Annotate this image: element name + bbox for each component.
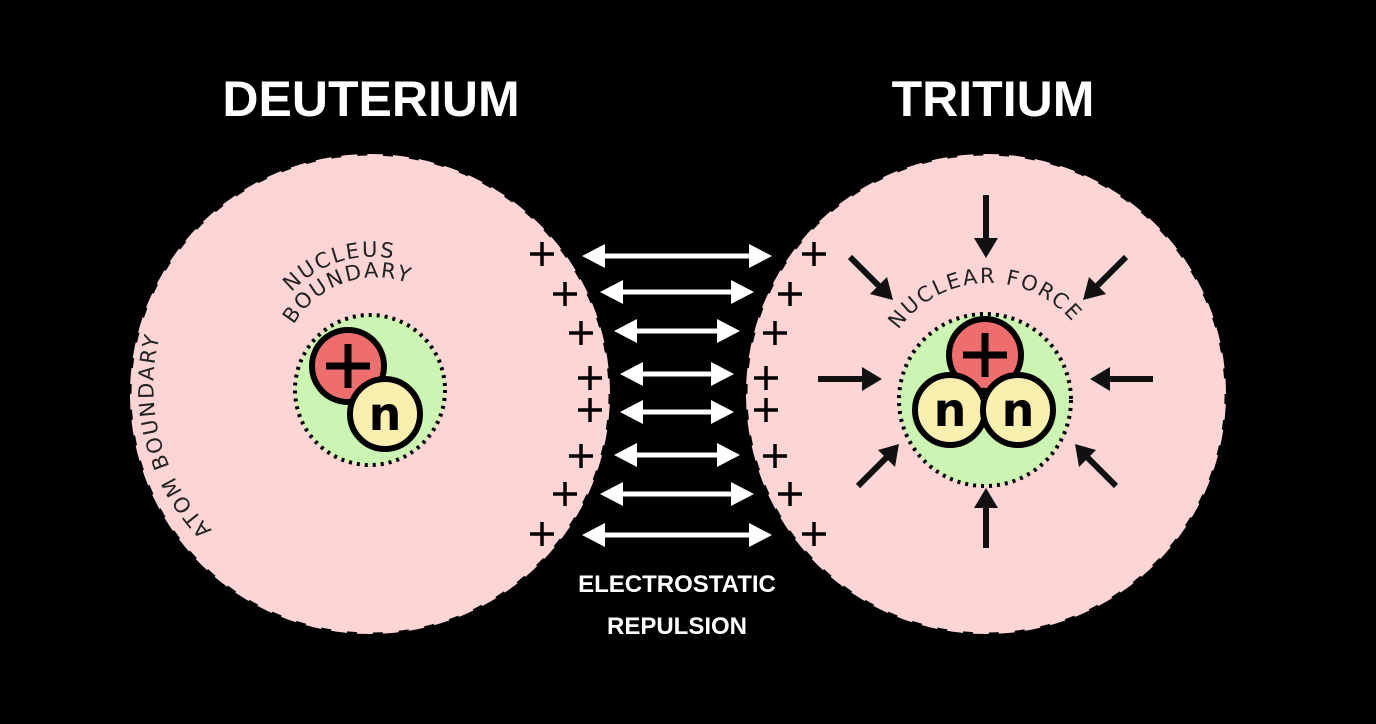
plus-sign-icon bbox=[754, 366, 778, 390]
deuterium-neutron: n bbox=[347, 376, 423, 452]
plus-sign-icon bbox=[569, 444, 593, 468]
plus-sign-icon bbox=[778, 482, 802, 506]
plus-sign-icon bbox=[802, 522, 826, 546]
double-arrow-icon bbox=[582, 523, 772, 547]
double-arrow-icon bbox=[620, 362, 734, 386]
tritium-title: TRITIUM bbox=[892, 71, 1095, 127]
force-arrow-icon bbox=[847, 254, 893, 300]
force-arrow-icon bbox=[818, 367, 882, 391]
force-arrow-icon bbox=[974, 195, 998, 258]
neutron-symbol: n bbox=[934, 383, 967, 437]
plus-sign-icon bbox=[530, 522, 554, 546]
deuterium-charges bbox=[530, 242, 602, 546]
force-arrow-icon bbox=[1083, 254, 1129, 300]
tritium-charges bbox=[754, 242, 826, 546]
double-arrow-icon bbox=[600, 280, 754, 304]
nuclear-force-arrows bbox=[818, 195, 1153, 548]
tritium-proton bbox=[946, 316, 1024, 394]
double-arrow-icon bbox=[614, 443, 740, 467]
proton-plus-icon bbox=[963, 333, 1007, 377]
force-arrow-icon bbox=[974, 488, 998, 548]
repulsion-label-line2: REPULSION bbox=[607, 613, 747, 640]
plus-sign-icon bbox=[778, 282, 802, 306]
tritium-neutron-right: n bbox=[980, 372, 1056, 448]
plus-sign-icon bbox=[763, 444, 787, 468]
plus-sign-icon bbox=[553, 282, 577, 306]
repulsion-label-line1: ELECTROSTATIC bbox=[578, 571, 776, 598]
double-arrow-icon bbox=[614, 319, 740, 343]
force-arrow-icon bbox=[1075, 444, 1119, 489]
plus-sign-icon bbox=[553, 482, 577, 506]
neutron-symbol: n bbox=[369, 387, 402, 441]
force-arrow-icon bbox=[1090, 367, 1153, 391]
double-arrow-icon bbox=[620, 400, 734, 424]
force-arrow-icon bbox=[855, 444, 899, 489]
plus-sign-icon bbox=[578, 398, 602, 422]
repulsion-arrows bbox=[582, 244, 772, 547]
plus-sign-icon bbox=[802, 242, 826, 266]
deuterium-title: DEUTERIUM bbox=[222, 71, 519, 127]
plus-sign-icon bbox=[569, 321, 593, 345]
plus-sign-icon bbox=[763, 321, 787, 345]
tritium-neutron-left: n bbox=[912, 372, 988, 448]
neutron-symbol: n bbox=[1002, 383, 1035, 437]
plus-sign-icon bbox=[530, 242, 554, 266]
proton-plus-icon bbox=[326, 344, 370, 388]
plus-sign-icon bbox=[754, 398, 778, 422]
double-arrow-icon bbox=[582, 244, 772, 268]
plus-sign-icon bbox=[578, 366, 602, 390]
double-arrow-icon bbox=[600, 482, 754, 506]
